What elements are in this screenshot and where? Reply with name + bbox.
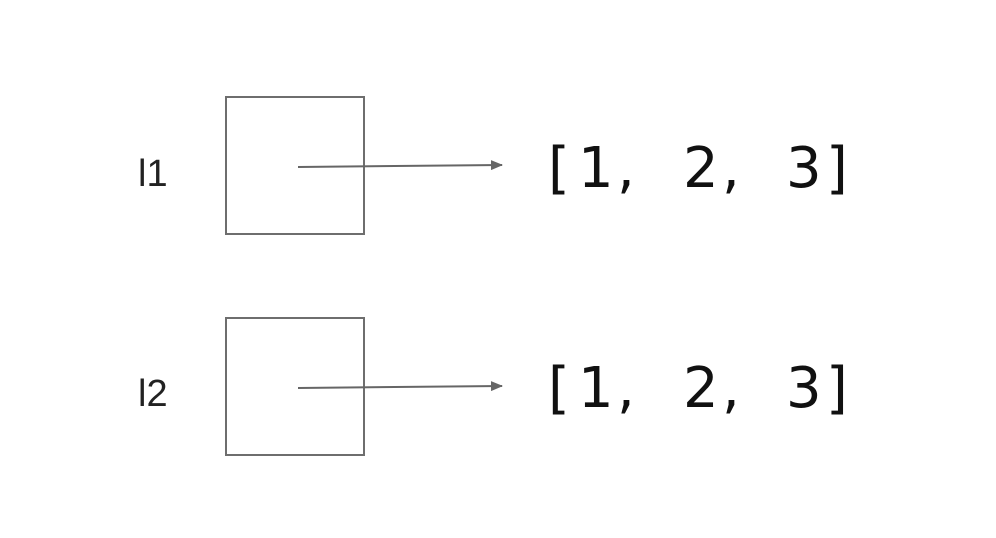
reference-box [225,96,365,235]
reference-row-l1: l1 [ 1 , 2 , 3 ] [138,96,848,235]
variable-label: l1 [138,153,168,195]
list-element: 2 [683,136,719,201]
list-separator: , [722,136,740,201]
list-separator: , [617,356,635,421]
reference-row-l2: l2 [ 1 , 2 , 3 ] [138,317,848,456]
close-bracket: ] [826,356,848,421]
list-element: 3 [786,356,822,421]
list-separator: , [617,136,635,201]
open-bracket: [ [548,356,570,421]
variable-label: l2 [138,373,168,415]
list-separator: , [722,356,740,421]
list-literal: [ 1 , 2 , 3 ] [548,136,848,201]
reference-box [225,317,365,456]
list-element: 1 [578,356,614,421]
open-bracket: [ [548,136,570,201]
reference-arrow [297,160,503,171]
list-element: 1 [578,136,614,201]
list-element: 2 [683,356,719,421]
close-bracket: ] [826,136,848,201]
list-element: 3 [786,136,822,201]
reference-arrow [297,381,503,392]
list-literal: [ 1 , 2 , 3 ] [548,356,848,421]
